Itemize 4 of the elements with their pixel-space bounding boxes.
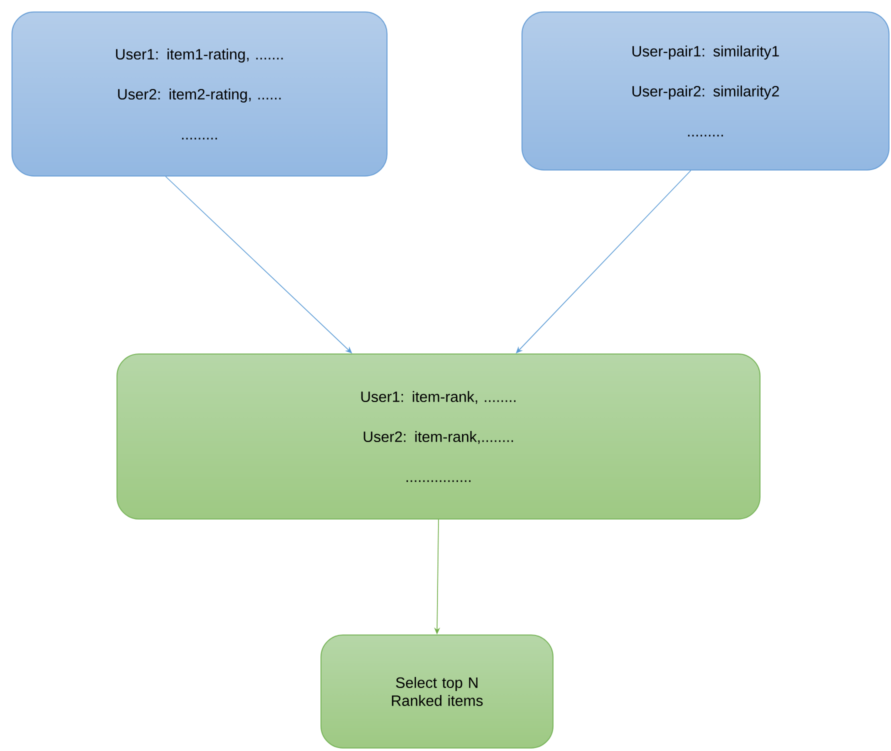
process-box: Select top N Ranked items: [320, 634, 554, 748]
process-box: User-pair1: similarity1 User-pair2: similarity2 .........: [522, 11, 890, 170]
process-box: User1: item1-rating, ....... User2: item2-rating, ...... .........: [12, 11, 388, 176]
process-box: User1: item-rank, ........ User2: item-rank,........ ................: [116, 353, 760, 520]
